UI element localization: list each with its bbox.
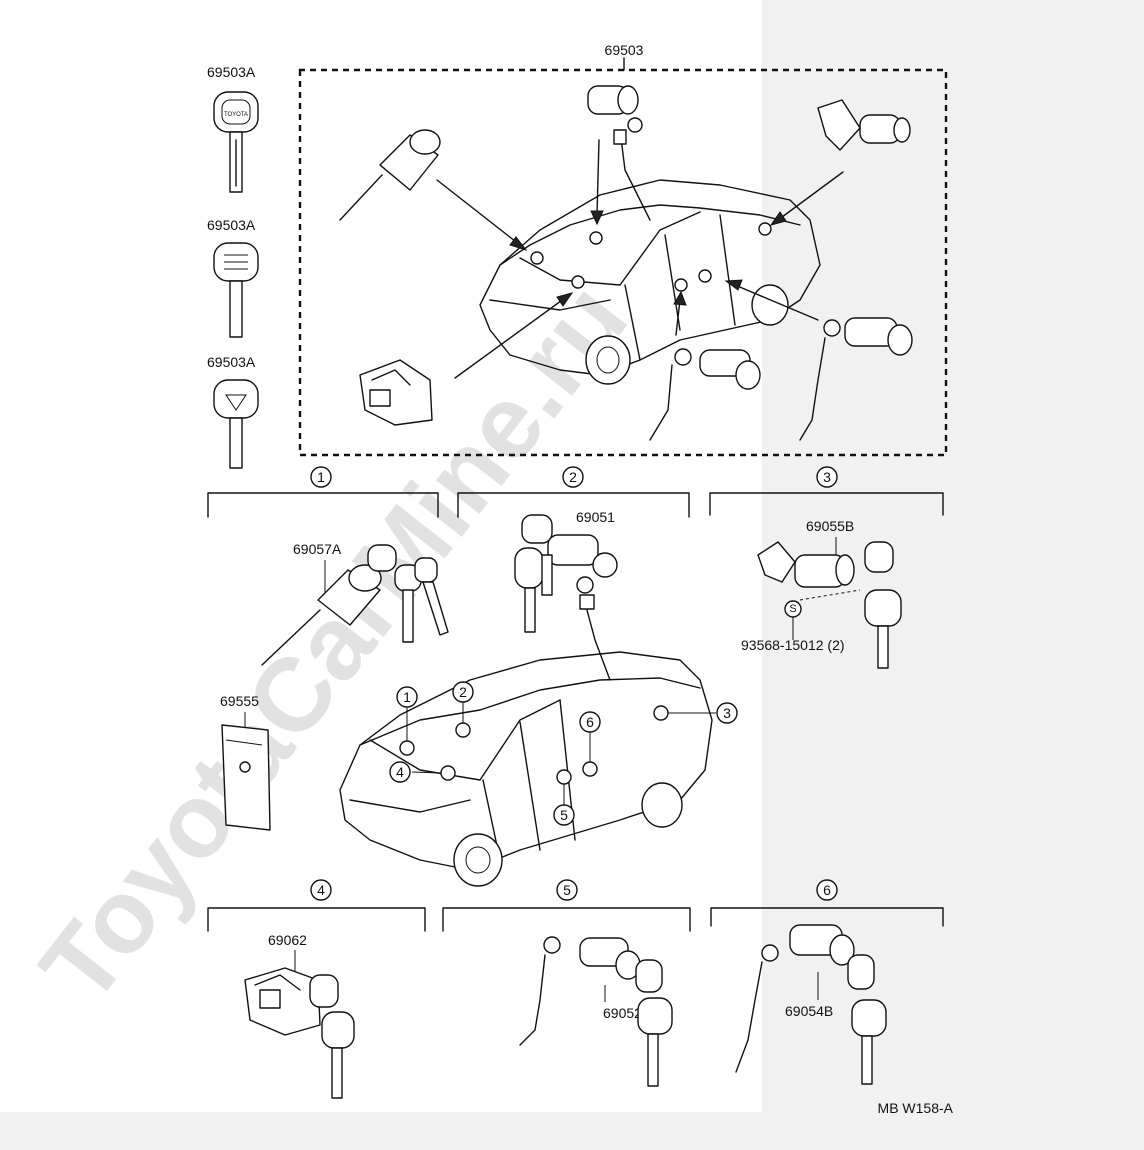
van-callout-4: 4 — [396, 764, 404, 780]
section-1-bracket — [207, 492, 439, 518]
section-6-part-number: 69054B — [785, 1003, 833, 1019]
section-3-bracket — [709, 492, 944, 516]
section-5-bracket — [442, 907, 691, 932]
section-3-drawing — [757, 537, 902, 669]
background-shade-bottom — [0, 1112, 1144, 1150]
plate-drawing — [221, 712, 271, 831]
section-3-screw-marker: S — [789, 603, 796, 615]
section-1-drawing — [261, 544, 449, 666]
section-4-bracket — [207, 907, 426, 932]
section-2-drawing — [514, 514, 618, 681]
section-1-index: 1 — [317, 469, 325, 485]
van-callout-2: 2 — [459, 684, 467, 700]
key-1-drawing — [213, 91, 259, 193]
van-callout-4-badge — [389, 761, 411, 783]
section-1-part-number: 69057A — [293, 541, 342, 557]
key-2-part-number: 69503A — [207, 217, 256, 233]
section-2-badge — [562, 466, 584, 488]
van-callout-1: 1 — [403, 689, 411, 705]
watermark: ToyotaCarMine.ru — [19, 262, 650, 1024]
top-slide-door-cylinder — [649, 348, 761, 441]
key-1-part-number: 69503A — [207, 64, 256, 80]
plate-part-number: 69555 — [220, 693, 259, 709]
van-callout-2-badge — [452, 681, 474, 703]
section-6-index: 6 — [823, 882, 831, 898]
top-glove-box-lock — [359, 359, 433, 426]
section-2-part-number: 69051 — [576, 509, 615, 525]
upper-van-drawing — [436, 139, 844, 385]
key-1-brand-text: TOYOTA — [224, 112, 248, 118]
van-callout-6: 6 — [586, 714, 594, 730]
section-3-screw-part: 93568-15012 (2) — [741, 637, 845, 653]
section-4-badge — [310, 879, 332, 901]
top-back-door-cylinder — [817, 99, 911, 151]
key-3-part-number: 69503A — [207, 354, 256, 370]
section-2-bracket — [457, 492, 690, 518]
top-set-box — [298, 57, 948, 457]
van-callout-3: 3 — [723, 705, 731, 721]
key-2-drawing — [213, 242, 259, 338]
van-callout-5-badge — [553, 804, 575, 826]
section-4-part-number: 69062 — [268, 932, 307, 948]
section-6-drawing — [735, 924, 887, 1085]
section-1-badge — [310, 466, 332, 488]
section-4-drawing — [244, 950, 355, 1099]
top-rear-door-cylinder — [799, 317, 913, 441]
section-5-index: 5 — [563, 882, 571, 898]
top-ignition-cylinder — [339, 129, 441, 221]
van-callout-1-badge — [396, 686, 418, 708]
key-3-drawing — [213, 379, 259, 469]
section-6-badge — [816, 879, 838, 901]
section-3-part-number: 69055B — [806, 518, 854, 534]
section-5-part-number: 69052 — [603, 1005, 642, 1021]
section-3-badge — [816, 466, 838, 488]
section-3-index: 3 — [823, 469, 831, 485]
section-4-index: 4 — [317, 882, 325, 898]
top-front-door-cylinder — [587, 85, 651, 221]
section-2-index: 2 — [569, 469, 577, 485]
top-set-part-number: 69503 — [605, 42, 644, 58]
van-callout-6-badge — [579, 711, 601, 733]
section-5-drawing — [519, 936, 673, 1087]
van-callout-5: 5 — [560, 807, 568, 823]
section-5-badge — [556, 879, 578, 901]
diagram-code: MB W158-A — [878, 1100, 954, 1116]
van-callout-3-badge — [716, 702, 738, 724]
section-6-bracket — [710, 907, 944, 927]
